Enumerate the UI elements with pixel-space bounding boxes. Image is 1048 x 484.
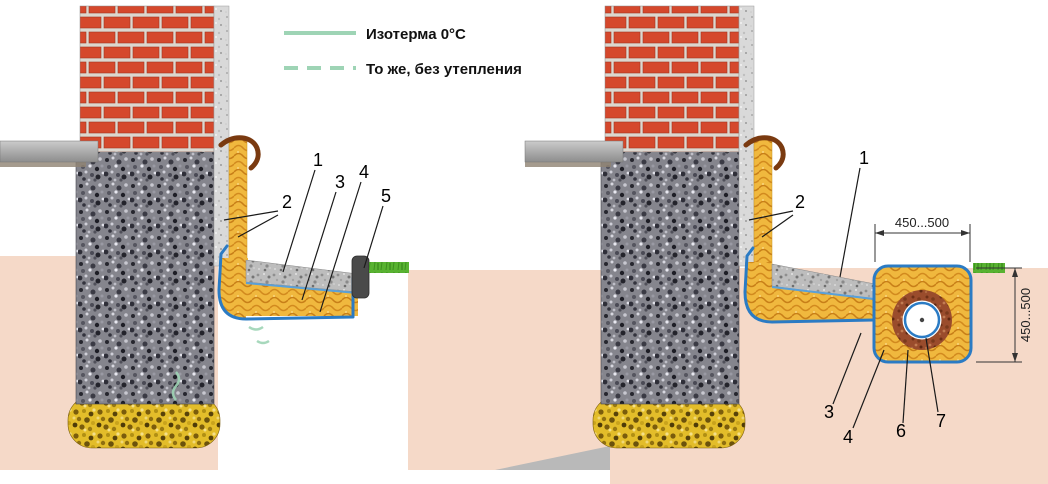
callout-label: 7 [936,411,946,431]
dim-depth-label: 450...500 [1018,288,1033,342]
callout-labels-right: 1 2 3 4 6 7 [795,148,946,447]
callout-line [761,214,794,238]
callout-label: 1 [313,150,323,170]
dim-width-label: 450...500 [895,215,949,230]
arrowhead-bottom [1012,353,1018,362]
grass-strip-left [369,262,409,273]
callout-line [282,169,316,273]
excavation-cutout [218,318,408,470]
dimension-width [874,224,971,262]
callout-label: 5 [381,186,391,206]
cut-edge-wedge [495,446,610,470]
slip-layer-line [771,286,875,300]
callout-line [852,349,885,429]
arrowhead-left [875,230,884,236]
legend-isotherm-label: Изотерма 0°С [366,26,466,43]
blind-insulation-wedge [746,262,772,296]
callout-label: 2 [282,192,292,212]
dimension-depth [976,267,1022,363]
arrowhead-right [961,230,970,236]
callout-line [301,191,337,301]
curb-block [351,255,370,299]
callout-line [902,349,909,424]
callout-line [319,181,362,313]
callout-line [237,214,279,238]
blind-insulation-corner [220,294,246,318]
callout-label: 6 [896,421,906,441]
pipe-center-mark [919,317,925,323]
legend-no-insulation-label: То же, без утепления [366,61,522,78]
waterproof-membrane [743,246,876,324]
isotherm-marks [171,325,270,401]
callout-line [839,167,861,278]
callout-line [223,210,279,221]
callout-label: 3 [824,402,834,422]
callout-line [925,337,939,413]
callout-lines-right [748,167,939,429]
blind-insulation-wedge [220,258,248,294]
callout-line [748,210,794,221]
callout-label: 4 [359,162,369,182]
callout-line [363,205,384,269]
soil-middle [408,270,610,470]
callout-labels-left: 1 2 3 4 5 [282,150,391,212]
blind-area-left [171,244,409,401]
callout-label: 3 [335,172,345,192]
callout-line [832,332,862,405]
callout-label: 2 [795,192,805,212]
callout-label: 1 [859,148,869,168]
slip-layer-line [245,282,358,294]
callout-lines-left [223,169,384,313]
callout-label: 4 [843,427,853,447]
arrowhead-top [1012,268,1018,277]
waterproof-membrane [217,244,355,321]
legend: Изотерма 0°С То же, без утепления [284,26,522,78]
